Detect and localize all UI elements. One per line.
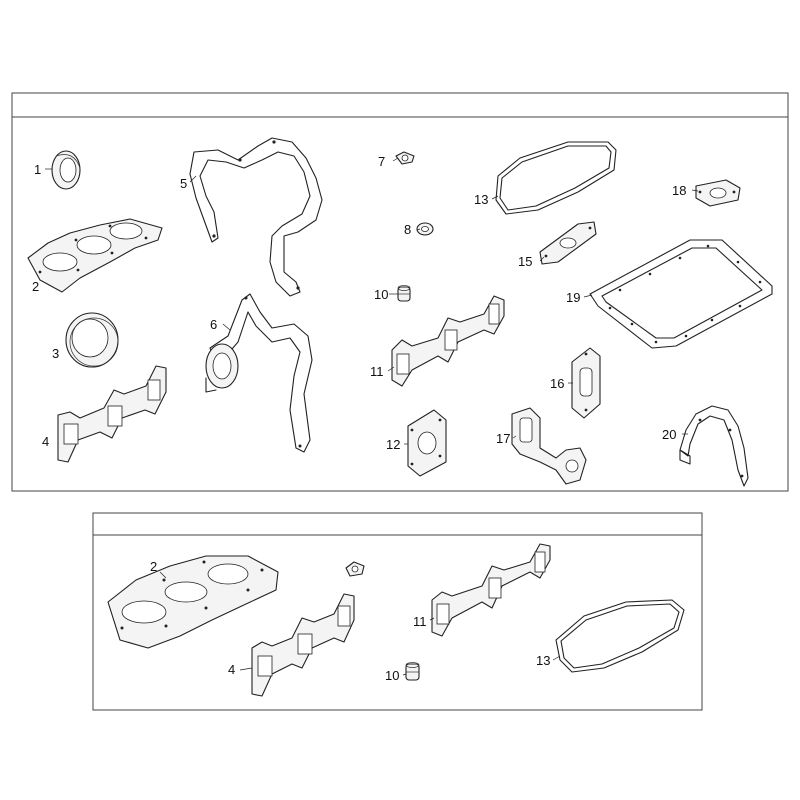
part-12-flange-gasket (407, 409, 447, 477)
bottom-part-4-manifold-gasket (251, 593, 355, 697)
part-2-head-gasket (27, 218, 163, 293)
callout-15: 15 (518, 254, 532, 269)
bottom-callout-2: 2 (150, 559, 157, 574)
top-panel: 1 2 3 4 5 6 7 8 10 11 12 13 15 16 17 18 … (11, 92, 789, 492)
bottom-leader-lines (159, 571, 561, 676)
part-4-manifold-gasket (57, 365, 167, 463)
part-15-oval-gasket (539, 221, 597, 265)
bottom-callout-4: 4 (228, 662, 235, 677)
callout-6: 6 (210, 317, 217, 332)
callout-13: 13 (474, 192, 488, 207)
callout-7: 7 (378, 154, 385, 169)
part-17-water-outlet-gasket (511, 407, 587, 485)
part-19-oil-pan-gasket (589, 239, 773, 349)
bottom-callout-11: 11 (413, 614, 427, 629)
bottom-part-11-intake-gasket (431, 543, 551, 637)
callout-10: 10 (374, 287, 388, 302)
bottom-part-13-rocker-cover-gasket (555, 599, 685, 673)
part-5-timing-cover-gasket (189, 137, 323, 297)
callout-8: 8 (404, 222, 411, 237)
callout-1: 1 (34, 162, 41, 177)
part-13-rocker-cover-gasket (495, 141, 617, 215)
part-11-intake-gasket (391, 295, 505, 387)
bottom-callout-13: 13 (536, 653, 550, 668)
part-7-small-seal (395, 151, 415, 165)
callout-11: 11 (370, 364, 384, 379)
part-16-thermostat-gasket (571, 347, 601, 419)
callout-12: 12 (386, 437, 400, 452)
bottom-part-10-valve-stem-seal (405, 662, 420, 681)
top-leader-lines (45, 157, 699, 445)
bottom-callout-10: 10 (385, 668, 399, 683)
top-panel-frame (11, 92, 789, 492)
part-20-seal-housing-gasket (679, 405, 749, 487)
part-1-front-seal (51, 150, 81, 190)
callout-4: 4 (42, 434, 49, 449)
callout-20: 20 (662, 427, 676, 442)
callout-16: 16 (550, 376, 564, 391)
bottom-part-small-seal (345, 561, 365, 577)
part-8-washer (416, 222, 434, 236)
callout-18: 18 (672, 183, 686, 198)
callout-19: 19 (566, 290, 580, 305)
callout-17: 17 (496, 431, 510, 446)
bottom-panel-frame (92, 512, 703, 711)
part-18-small-flange-gasket (695, 179, 741, 207)
bottom-part-2-head-gasket (107, 555, 279, 649)
part-10-valve-stem-seal (397, 285, 411, 302)
callout-3: 3 (52, 346, 59, 361)
part-6-front-plate-gasket (205, 293, 313, 453)
callout-5: 5 (180, 176, 187, 191)
bottom-panel: 2 4 10 11 13 (92, 512, 703, 711)
part-3-rear-seal (65, 312, 119, 368)
callout-2: 2 (32, 279, 39, 294)
